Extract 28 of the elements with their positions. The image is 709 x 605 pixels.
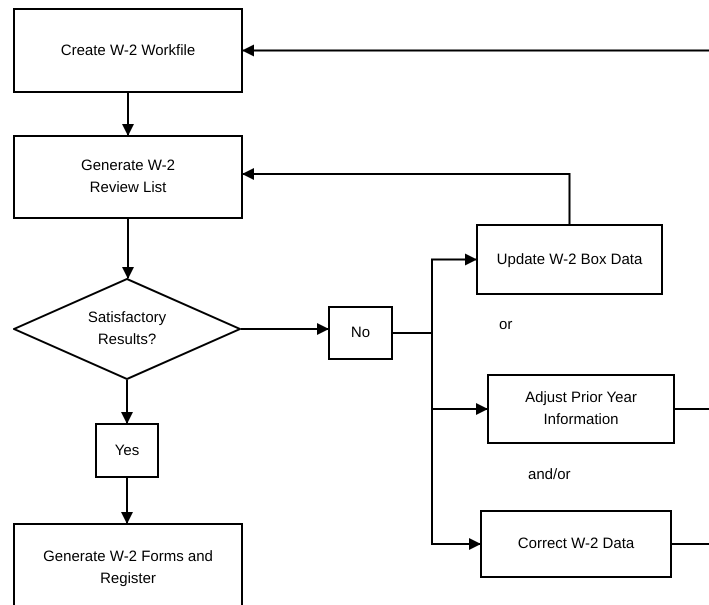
node-label: No xyxy=(350,323,370,344)
process-box xyxy=(13,135,243,219)
arrow xyxy=(242,44,709,56)
decision-diamond xyxy=(13,278,241,380)
arrow xyxy=(122,93,134,136)
node-label: Update W-2 Box Data xyxy=(496,250,642,270)
node-label: Generate W-2 Forms and Register xyxy=(42,547,214,589)
node-label: Adjust Prior Year Information xyxy=(524,388,638,430)
node-label: Correct W-2 Data xyxy=(518,534,634,554)
arrow xyxy=(121,380,133,424)
arrow xyxy=(121,478,133,524)
process-box xyxy=(13,523,243,605)
arrow xyxy=(122,219,134,279)
connector-note: and/or xyxy=(528,466,571,483)
node-label: Generate W-2 Review List xyxy=(80,156,176,198)
arrow xyxy=(241,323,329,335)
node-label: Satisfactory Results? xyxy=(86,308,168,350)
connector-note: or xyxy=(499,316,512,333)
process-box xyxy=(95,423,159,478)
process-box xyxy=(487,374,675,444)
node-label: Create W-2 Workfile xyxy=(60,40,196,61)
arrow xyxy=(393,332,481,550)
process-box xyxy=(480,510,672,578)
process-box xyxy=(328,306,393,360)
arrow xyxy=(242,168,570,224)
node-label: Yes xyxy=(114,440,140,461)
process-box xyxy=(476,224,663,295)
process-box xyxy=(13,8,243,93)
